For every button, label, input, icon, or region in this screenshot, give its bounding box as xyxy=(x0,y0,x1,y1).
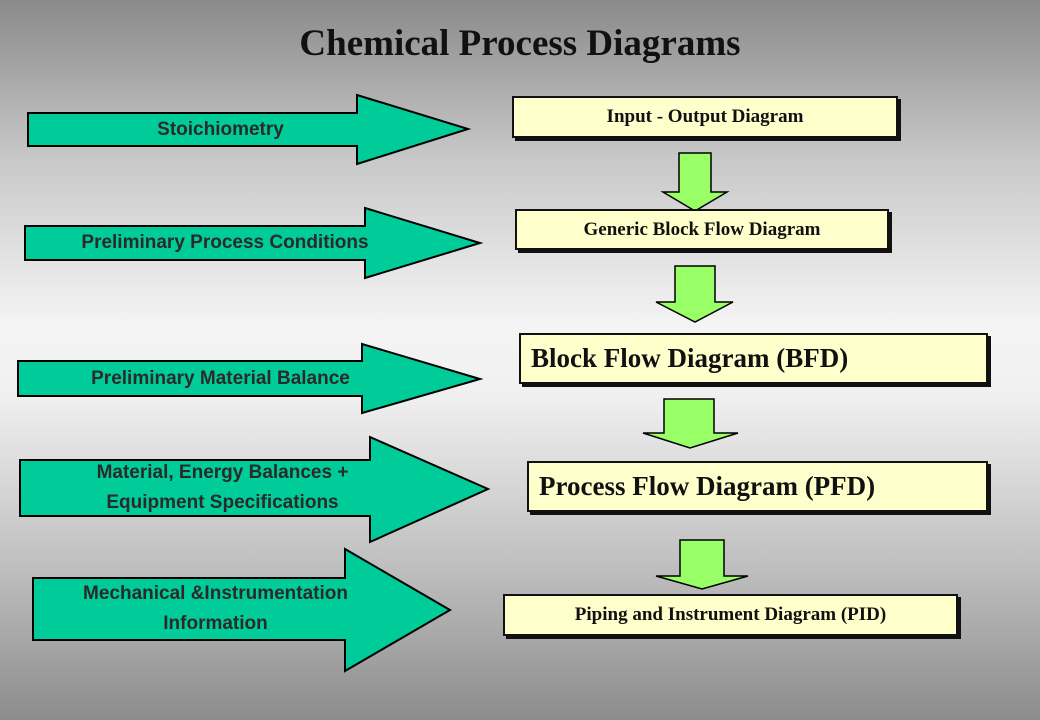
input-arrow-energy-balances xyxy=(19,435,491,544)
input-arrow-label-process-conditions: Preliminary Process Conditions xyxy=(81,232,369,253)
input-arrow-instrumentation xyxy=(32,547,452,673)
input-arrow-process-conditions xyxy=(24,206,484,280)
diagram-box-pfd: Process Flow Diagram (PFD) xyxy=(527,461,988,512)
diagram-box-pid: Piping and Instrument Diagram (PID) xyxy=(503,594,958,636)
input-arrow-label-energy-balances: Material, Energy Balances + Equipment Sp… xyxy=(96,462,349,513)
input-arrow-material-balance xyxy=(17,342,484,415)
diagram-box-input-output: Input - Output Diagram xyxy=(512,96,898,138)
diagram-box-generic-bfd: Generic Block Flow Diagram xyxy=(515,209,889,250)
down-arrow-1 xyxy=(660,152,730,212)
input-arrow-stoichiometry xyxy=(27,93,472,166)
down-arrow-2 xyxy=(655,265,734,323)
page-title: Chemical Process Diagrams xyxy=(299,23,741,64)
input-arrow-label-instrumentation: Mechanical &Instrumentation Information xyxy=(83,583,348,634)
diagram-box-bfd: Block Flow Diagram (BFD) xyxy=(519,333,988,384)
down-arrow-4 xyxy=(655,539,749,590)
input-arrow-label-material-balance: Preliminary Material Balance xyxy=(91,367,350,389)
down-arrow-3 xyxy=(642,398,739,449)
input-arrow-label-stoichiometry: Stoichiometry xyxy=(157,118,284,140)
